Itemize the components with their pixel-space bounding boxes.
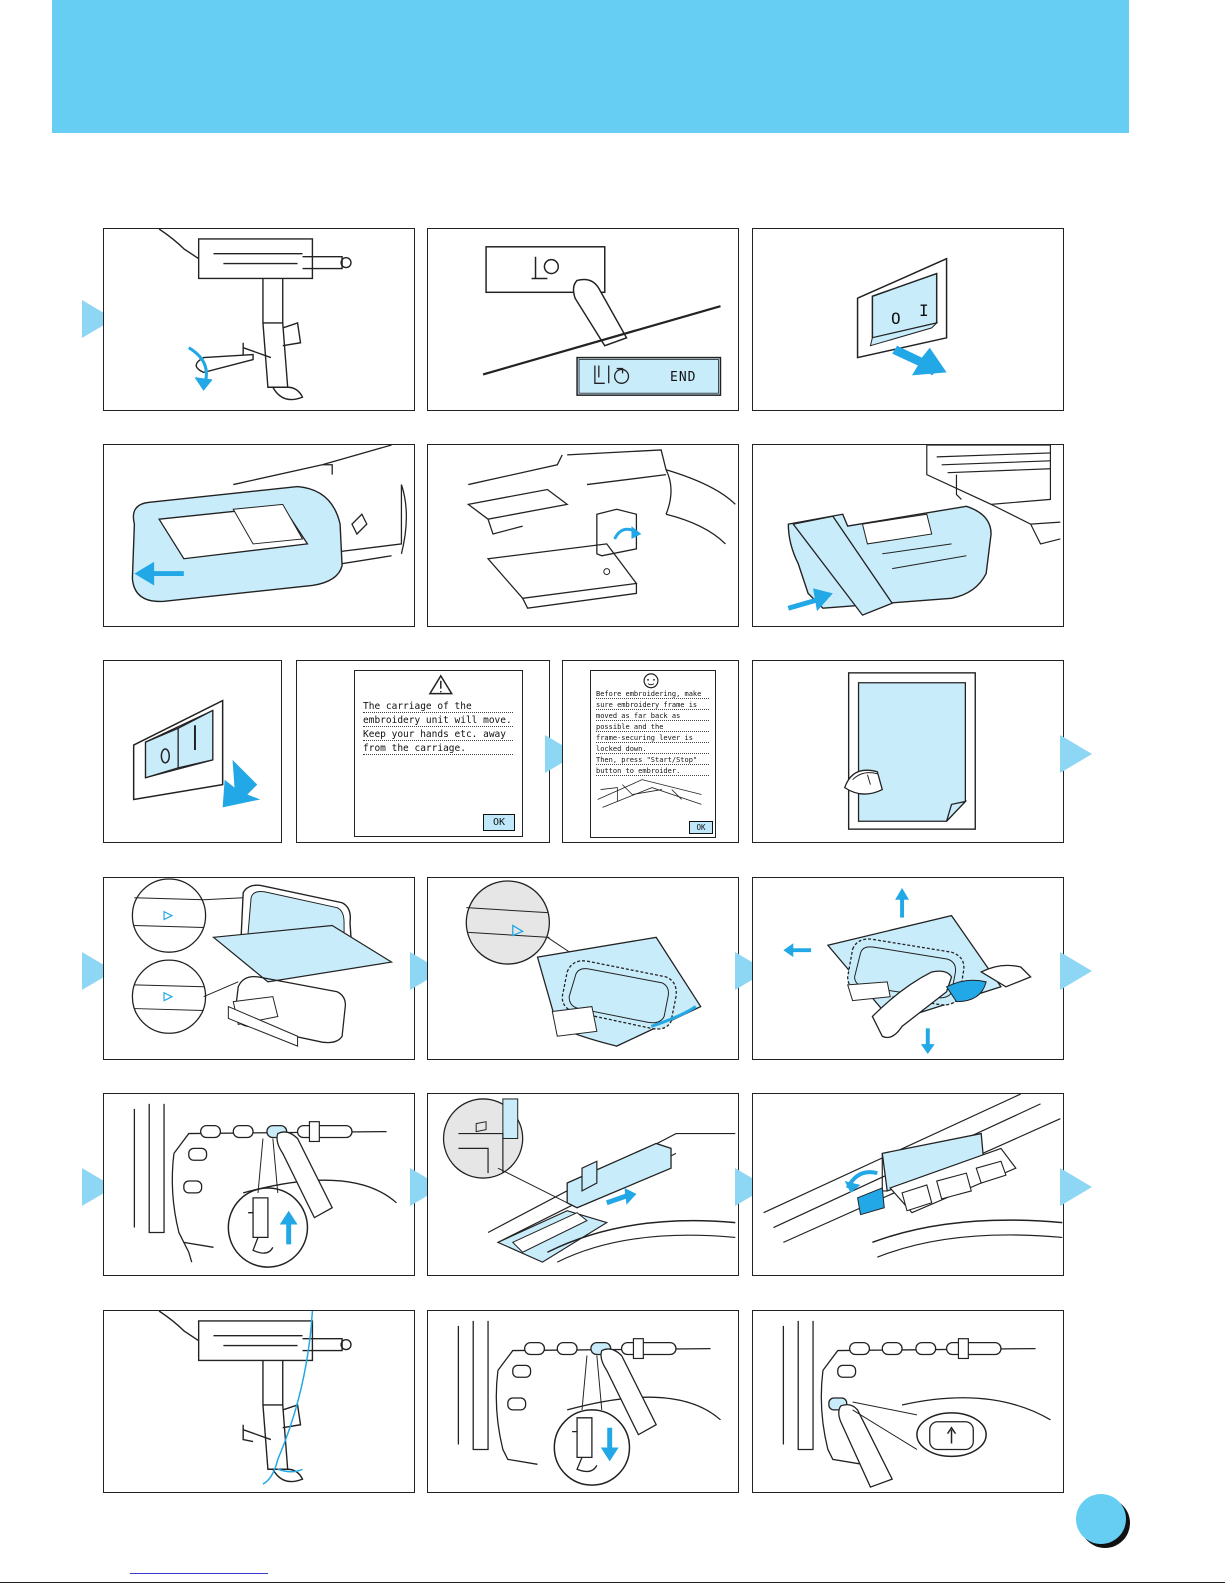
panel-lower-presser-foot xyxy=(427,1310,739,1493)
hoop-icon xyxy=(104,878,414,1059)
connector-cover-illustration xyxy=(428,445,738,626)
panel-press-foot-change-key: END xyxy=(427,228,739,411)
panel-fabric-in-hoop xyxy=(427,877,739,1060)
frame-line-6: locked down. xyxy=(596,745,709,754)
frame-line-7: Then, press "Start/Stop" xyxy=(596,756,709,765)
panel-open-connector-cover xyxy=(427,444,739,627)
power-switch-icon xyxy=(753,229,1063,410)
warning-line-1: The carriage of the xyxy=(363,701,513,713)
start-stop-button-icon xyxy=(753,1311,1063,1492)
panel-remove-presser-foot xyxy=(103,228,415,411)
frame-line-5: frame-securing lever is xyxy=(596,734,709,743)
hoop-icon xyxy=(428,878,738,1059)
panel-power-on xyxy=(103,660,282,843)
panel-power-off: O I xyxy=(752,228,1064,411)
panel-hoop-fabric-layers xyxy=(103,877,415,1060)
panel-tighten-fabric xyxy=(752,877,1064,1060)
panel-attach-embroidery-unit xyxy=(752,444,1064,627)
frame-line-8: button to embroider. xyxy=(596,767,709,776)
footer-link-underline xyxy=(130,1573,268,1574)
ok-button[interactable]: OK xyxy=(689,821,713,834)
page-number-circle-icon xyxy=(1076,1494,1126,1544)
panel-warning-screen: The carriage of the embroidery unit will… xyxy=(296,660,550,843)
switch-off-label: O xyxy=(891,309,901,328)
panel-remove-flatbed xyxy=(103,444,415,627)
power-switch-icon xyxy=(104,661,281,842)
panel-iron-stabilizer xyxy=(752,660,1064,843)
panel-press-start-stop xyxy=(752,1310,1064,1493)
hoop-attach-illustration xyxy=(428,1094,738,1275)
panel-thread-needle xyxy=(103,1310,415,1493)
right-arrow-icon xyxy=(1060,952,1092,990)
flatbed-icon xyxy=(104,445,414,626)
lcd-end-label: END xyxy=(670,370,696,385)
warning-line-2: embroidery unit will move. xyxy=(363,715,513,727)
header-band xyxy=(52,0,1129,133)
needle-position-button-icon xyxy=(428,1311,738,1492)
switch-on-label: I xyxy=(919,301,929,320)
right-arrow-icon xyxy=(1060,1168,1092,1206)
frame-line-2: sure embroidery frame is xyxy=(596,701,709,710)
panel-raise-presser-foot xyxy=(103,1093,415,1276)
embroidery-unit-icon xyxy=(753,445,1063,626)
needle-position-button-icon xyxy=(104,1094,414,1275)
frame-line-1: Before embroidering, make xyxy=(596,690,709,699)
warning-line-4: from the carriage. xyxy=(363,743,513,755)
hands-hoop-illustration xyxy=(753,878,1063,1059)
panel-lock-frame-lever xyxy=(752,1093,1064,1276)
ok-button[interactable]: OK xyxy=(483,814,515,831)
warning-line-3: Keep your hands etc. away xyxy=(363,729,513,741)
machine-thumbnail-icon xyxy=(598,780,702,808)
right-arrow-icon xyxy=(1060,735,1092,773)
frame-line-3: moved as far back as xyxy=(596,712,709,721)
threaded-foot-illustration xyxy=(104,1311,414,1492)
frame-lever-illustration xyxy=(753,1094,1063,1275)
panel-frame-check-screen: Before embroidering, make sure embroider… xyxy=(562,660,739,843)
panel-attach-hoop-to-unit xyxy=(427,1093,739,1276)
footer-rule xyxy=(0,1582,1225,1583)
iron-icon xyxy=(753,661,1063,842)
screwdriver-foot-illustration xyxy=(104,229,414,410)
frame-line-4: possible and the xyxy=(596,723,709,732)
